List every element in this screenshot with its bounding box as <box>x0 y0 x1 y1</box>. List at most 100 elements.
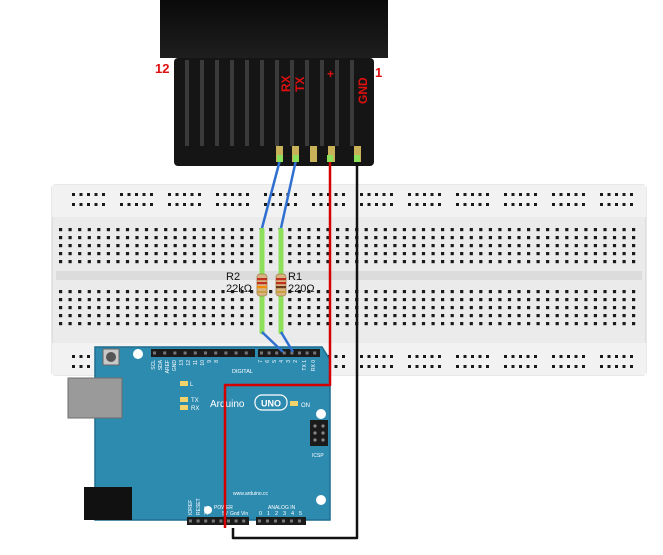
breadboard-hole <box>125 290 130 294</box>
pin-label-6: 6 <box>265 360 271 363</box>
rail-hole <box>552 193 555 196</box>
breadboard-hole <box>68 306 72 310</box>
breadboard-hole <box>383 306 387 310</box>
breadboard-hole <box>164 298 168 302</box>
breadboard-hole <box>192 260 196 264</box>
rail-hole <box>534 193 537 196</box>
breadboard-hole <box>125 236 130 240</box>
breadboard-hole <box>565 322 569 326</box>
rail-hole <box>87 365 90 368</box>
breadboard-hole <box>555 236 559 240</box>
breadboard-hole <box>584 306 588 310</box>
breadboard-hole <box>288 244 292 248</box>
breadboard-hole <box>374 228 378 232</box>
breadboard-hole <box>250 314 254 318</box>
breadboard-hole <box>297 298 301 302</box>
breadboard-hole <box>288 228 292 232</box>
rail-hole <box>271 203 275 206</box>
plug-ribs <box>185 60 354 146</box>
breadboard-hole <box>546 314 550 318</box>
breadboard-hole <box>488 252 492 256</box>
rail-hole <box>486 355 489 358</box>
breadboard-hole <box>183 290 187 294</box>
led-on <box>290 401 298 406</box>
breadboard-hole <box>479 298 483 302</box>
breadboard-hole <box>364 236 368 240</box>
pin-label-vin: Vin <box>241 511 248 517</box>
breadboard-hole <box>498 244 502 248</box>
breadboard-hole <box>441 290 445 294</box>
rail-hole <box>504 193 507 196</box>
breadboard-hole <box>469 236 473 240</box>
breadboard-hole <box>59 314 63 318</box>
rail-hole <box>367 365 371 368</box>
breadboard-hole <box>202 244 206 248</box>
breadboard-hole <box>393 314 397 318</box>
usb-port <box>67 377 123 419</box>
breadboard-hole <box>87 298 91 302</box>
rail-hole <box>390 355 393 358</box>
breadboard-hole <box>336 244 340 248</box>
pin-label-3v3: 3V3 <box>204 506 210 515</box>
breadboard-hole <box>250 322 254 326</box>
breadboard-hole <box>240 322 244 326</box>
breadboard-hole <box>469 290 473 294</box>
breadboard-hole <box>250 236 254 240</box>
breadboard-hole <box>374 322 378 326</box>
rail-hole <box>438 203 441 206</box>
breadboard-hole <box>211 252 215 256</box>
r1-value: 220Ω <box>288 283 315 295</box>
breadboard-hole <box>240 244 244 248</box>
breadboard-hole <box>230 236 235 240</box>
breadboard-hole <box>393 322 397 326</box>
breadboard-hole <box>250 290 254 294</box>
breadboard-hole <box>393 236 397 240</box>
breadboard-hole <box>78 236 82 240</box>
pin-label-8: 8 <box>214 360 220 363</box>
breadboard-hole <box>632 228 636 232</box>
breadboard-hole <box>584 322 588 326</box>
breadboard-hole <box>106 290 110 294</box>
rail-hole <box>552 203 555 206</box>
rail-hole <box>408 365 411 368</box>
breadboard-hole <box>393 298 397 302</box>
breadboard-hole <box>211 322 215 326</box>
rail-hole <box>463 203 467 206</box>
breadboard-hole <box>221 236 225 240</box>
pin-label-a3: 3 <box>283 511 286 517</box>
breadboard-hole <box>479 306 483 310</box>
rail-hole <box>526 193 530 196</box>
breadboard-hole <box>135 290 139 294</box>
breadboard-hole <box>87 306 91 310</box>
breadboard-hole <box>412 306 416 310</box>
breadboard-hole <box>421 314 426 318</box>
breadboard-hole <box>383 260 387 264</box>
breadboard-hole <box>383 290 387 294</box>
breadboard-hole <box>173 228 177 232</box>
rail-hole <box>135 193 138 196</box>
rail-hole <box>574 365 578 368</box>
breadboard-hole <box>97 236 101 240</box>
breadboard-hole <box>527 236 531 240</box>
plug-rib <box>260 60 264 146</box>
rail-hole <box>102 203 105 206</box>
breadboard-hole <box>412 228 416 232</box>
breadboard-hole <box>144 260 149 264</box>
breadboard-hole <box>144 314 149 318</box>
breadboard-hole <box>59 298 63 302</box>
rail-hole <box>486 365 489 368</box>
breadboard-hole <box>536 298 540 302</box>
breadboard-hole <box>412 322 416 326</box>
breadboard-hole <box>479 322 483 326</box>
breadboard-hole <box>202 260 206 264</box>
breadboard-hole <box>125 322 130 326</box>
breadboard-hole <box>555 228 559 232</box>
rail-hole <box>471 203 474 206</box>
breadboard-hole <box>135 252 139 256</box>
breadboard-hole <box>460 244 464 248</box>
breadboard-hole <box>87 260 91 264</box>
breadboard-hole <box>202 298 206 302</box>
rail-hole <box>559 203 563 206</box>
rail-hole <box>367 355 371 358</box>
breadboard-hole <box>221 314 225 318</box>
